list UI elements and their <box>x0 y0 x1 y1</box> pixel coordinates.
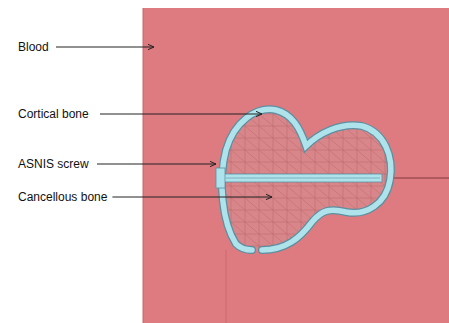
part-label: Cortical bone <box>18 107 89 121</box>
leader-lines <box>56 47 272 197</box>
cortical-bone <box>222 109 391 250</box>
cancellous-bone <box>210 100 400 260</box>
part-label: Blood <box>18 40 49 54</box>
cortical-bone-edge <box>222 109 391 250</box>
part-label: ASNIS screw <box>18 157 89 171</box>
part-label: Cancellous bone <box>18 190 107 204</box>
blood-region <box>143 8 449 323</box>
asnis-screw <box>216 168 382 188</box>
